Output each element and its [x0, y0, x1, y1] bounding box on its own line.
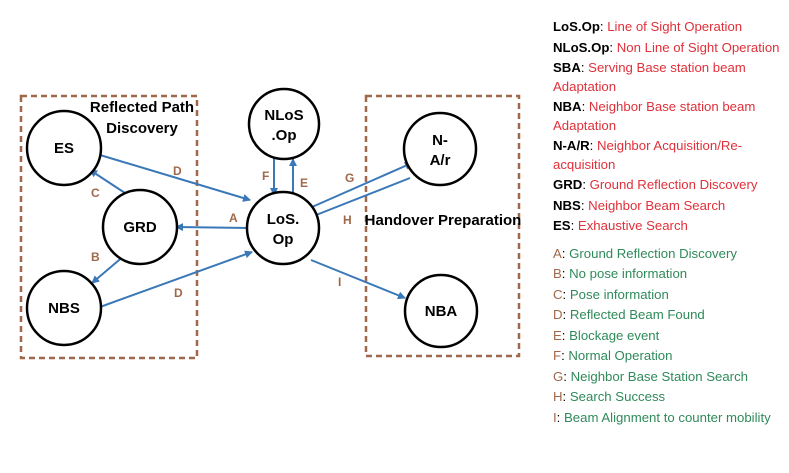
node-n-a-r[interactable]: N- A/r [402, 111, 478, 187]
edge-label-h: H [343, 213, 352, 227]
legend-state-n-a-r: N-A/R: Neighbor Acquisition/Re-acquisiti… [553, 138, 743, 172]
legend-transition-b: B: No pose information [553, 266, 688, 281]
legend-value: No pose information [569, 266, 688, 281]
legend-state-los-op: LoS.Op: Line of Sight Operation [553, 19, 743, 34]
node-nba[interactable]: NBA [403, 273, 479, 349]
legend-key: B [553, 266, 562, 281]
legend-key: E [553, 327, 562, 343]
edge-label-e: E [300, 176, 308, 190]
legend-key: NBA [553, 99, 582, 114]
legend-transition-h: H: Search Success [553, 389, 666, 404]
legend-key: G [553, 368, 564, 384]
node-n-a-r-label-line1: N- [432, 132, 448, 149]
legend-transition-e: E: Blockage event [553, 327, 660, 343]
legend-key: F [553, 348, 562, 363]
legend-transitions: A: Ground Reflection Discovery B: No pos… [553, 245, 785, 428]
group-handover-preparation [364, 94, 521, 358]
legend-value: Normal Operation [568, 348, 673, 363]
legend-key: H [553, 389, 563, 404]
group-title-reflected-path-line1: Reflected Path [90, 99, 194, 116]
node-nbs-label: NBS [48, 300, 80, 317]
edge-label-i: I [338, 275, 341, 289]
legend-key: ES [553, 218, 571, 233]
legend-value: Serving Base station beam Adaptation [553, 60, 746, 94]
group-title-reflected-path-line2: Discovery [106, 120, 178, 137]
legend-key: C [553, 286, 563, 302]
legend-state-nlos-op: NLoS.Op: Non Line of Sight Operation [553, 39, 780, 55]
legend-key: A [553, 245, 562, 261]
legend-value: Non Line of Sight Operation [616, 39, 780, 55]
legend-key: NBS [553, 197, 581, 213]
edge-c-grd-to-es [89, 169, 129, 196]
legend-transition-d: D: Reflected Beam Found [553, 307, 705, 322]
node-los-op-label-line1: LoS. [267, 211, 300, 228]
edge-label-d-lower: D [174, 286, 183, 300]
node-grd[interactable]: GRD [101, 188, 179, 266]
edge-g-los-to-nar [311, 162, 413, 208]
legend-state-grd: GRD: Ground Reflection Discovery [553, 177, 758, 192]
legend-state-nba: NBA: Neighbor Base station beam Adaptati… [553, 99, 756, 133]
edge-a-los-to-grd [175, 223, 251, 232]
edge-i-los-to-nba [310, 259, 406, 300]
legend-transition-f: F: Normal Operation [553, 348, 673, 363]
legend-states: LoS.Op: Line of Sight Operation NLoS.Op:… [553, 18, 785, 236]
legend-value: Beam Alignment to counter mobility [564, 409, 771, 425]
edge-h-nar-to-los [310, 177, 411, 219]
edge-b-grd-to-nbs [91, 254, 126, 284]
node-los-op-label-line2: Op [273, 231, 294, 248]
edge-label-b: B [91, 250, 100, 264]
legend-value: Search Success [569, 389, 666, 404]
node-nlos-op[interactable]: NLoS .Op [247, 87, 321, 161]
node-es[interactable]: ES [25, 109, 103, 187]
group-reflected-path-discovery [19, 94, 199, 360]
legend-key: D [553, 307, 563, 322]
legend-key: SBA [553, 60, 581, 75]
legend-value: Neighbor Acquisition/Re-acquisition [553, 138, 743, 172]
node-es-label: ES [54, 140, 74, 157]
legend-value: Line of Sight Operation [607, 19, 743, 34]
legend-value: Neighbor Base station beam Adaptation [553, 99, 756, 133]
legend-value: Neighbor Beam Search [588, 197, 726, 213]
legend-key: NLoS.Op [553, 39, 610, 55]
node-nlos-op-label-line1: NLoS [264, 107, 303, 124]
edge-label-a: A [229, 211, 238, 225]
legend-transition-c: C: Pose information [553, 286, 669, 302]
legend: LoS.Op: Line of Sight Operation NLoS.Op:… [553, 18, 785, 429]
legend-transition-a: A: Ground Reflection Discovery [553, 245, 737, 261]
legend-value: Blockage event [569, 327, 660, 343]
legend-key: LoS.Op [553, 19, 600, 34]
legend-state-sba: SBA: Serving Base station beam Adaptatio… [553, 60, 746, 94]
legend-state-nbs: NBS: Neighbor Beam Search [553, 197, 726, 213]
legend-state-es: ES: Exhaustive Search [553, 218, 688, 233]
group-title-handover: Handover Preparation [365, 212, 522, 229]
edge-label-d-upper: D [173, 164, 182, 178]
legend-transition-g: G: Neighbor Base Station Search [553, 368, 749, 384]
edge-label-c: C [91, 186, 100, 200]
edge-d-nbs-to-los [99, 250, 253, 308]
node-los-op[interactable]: LoS. Op [245, 190, 321, 266]
node-nbs[interactable]: NBS [25, 269, 103, 347]
legend-value: Exhaustive Search [577, 218, 688, 233]
edge-d-es-to-los [99, 154, 251, 202]
legend-value: Ground Reflection Discovery [589, 177, 758, 192]
node-grd-label: GRD [123, 219, 157, 236]
legend-key: N-A/R [553, 138, 590, 153]
edge-label-f: F [262, 169, 269, 183]
edge-label-g: G [345, 171, 354, 185]
node-nba-label: NBA [425, 303, 458, 320]
legend-value: Reflected Beam Found [569, 307, 705, 322]
legend-value: Neighbor Base Station Search [570, 368, 749, 384]
legend-transition-i: I: Beam Alignment to counter mobility [553, 409, 771, 425]
node-nlos-op-label-line2: .Op [272, 127, 297, 144]
legend-value: Ground Reflection Discovery [569, 245, 737, 261]
node-n-a-r-label-line2: A/r [430, 152, 451, 169]
legend-key: GRD [553, 177, 583, 192]
legend-value: Pose information [569, 286, 669, 302]
legend-key: I [553, 409, 557, 425]
